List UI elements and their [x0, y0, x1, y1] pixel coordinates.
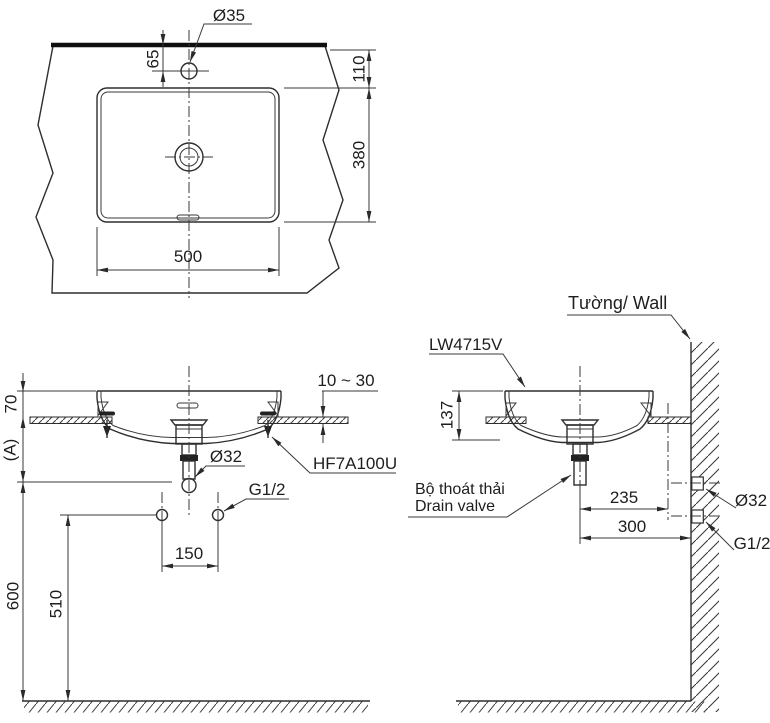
side-right-wing — [639, 402, 652, 418]
wall-drain-outlet — [671, 476, 722, 491]
drain-pipe-end — [181, 477, 197, 494]
model-text: LW4715V — [429, 335, 503, 354]
front-right-wing — [267, 401, 279, 418]
dim-500-text: 500 — [174, 247, 202, 266]
basin-rim-inner — [100, 91, 276, 219]
side-basin-section — [504, 390, 654, 444]
faucet-dia-text: Ø35 — [213, 6, 245, 25]
dim-110-text: 110 — [349, 55, 368, 82]
supply-hole-right — [211, 508, 225, 522]
faucet-hole — [180, 62, 198, 80]
label-supply-thread-front: G1/2 — [223, 480, 289, 512]
drain-dia-front-text: Ø32 — [210, 447, 242, 466]
wall-supply-outlet — [671, 509, 722, 524]
supply-points — [155, 492, 225, 540]
dim-600-text: 600 — [3, 582, 22, 610]
supply-thread-front-text: G1/2 — [249, 480, 286, 499]
dim-380: 380 — [284, 88, 376, 223]
dim-500: 500 — [96, 227, 280, 276]
mounting-clamps — [99, 411, 276, 438]
counter-thickness-text: 10 ~ 30 — [317, 371, 374, 390]
front-overflow-slot — [176, 402, 199, 409]
dim-510: 510 — [46, 514, 157, 701]
dim-A-text: (A) — [0, 439, 19, 462]
drain-outer — [174, 142, 204, 172]
front-basin-section — [96, 390, 282, 445]
dim-70-A-600: 70 (A) 600 — [0, 373, 172, 701]
dim-300: 300 — [580, 517, 691, 541]
side-counter — [485, 416, 692, 424]
counter-outline — [35, 45, 344, 294]
dim-70-text: 70 — [1, 395, 20, 414]
dim-300-text: 300 — [618, 517, 646, 536]
drain-inner — [179, 147, 199, 167]
dim-510-text: 510 — [46, 590, 65, 618]
dim-65-text: 65 — [143, 50, 162, 69]
label-fixing-kit: HF7A100U — [271, 436, 397, 474]
wall — [690, 342, 719, 712]
dim-150: 150 — [161, 522, 219, 572]
wall-drain-dia-text: Ø32 — [735, 491, 767, 510]
label-drain-valve: Bộ thoát thải Drain valve — [408, 474, 572, 518]
dim-235-text: 235 — [610, 488, 638, 507]
front-left-wing — [97, 401, 109, 418]
label-wall-supply-thread: G1/2 — [705, 521, 770, 553]
basin-rim-outer — [96, 87, 280, 223]
label-drain-dia-front: Ø32 — [194, 447, 245, 478]
side-left-wing — [505, 402, 518, 418]
label-wall: Tường/ Wall — [567, 293, 691, 340]
dim-counter-thickness: 10 ~ 30 — [317, 371, 378, 443]
dim-150-text: 150 — [175, 544, 203, 563]
label-faucet-dia: Ø35 — [189, 6, 252, 63]
front-elevation: 70 (A) 600 510 150 10 ~ 30 HF7A100U — [0, 366, 397, 713]
dim-65: 65 — [143, 30, 166, 87]
dim-235: 235 — [579, 486, 668, 544]
wall-supply-thread-text: G1/2 — [734, 534, 770, 553]
drain-valve-vi-text: Bộ thoát thải — [415, 481, 505, 498]
overflow-slot — [176, 214, 200, 221]
label-wall-drain-dia: Ø32 — [705, 488, 767, 510]
dim-137: 137 — [437, 390, 503, 441]
dim-110: 110 — [284, 49, 376, 89]
dim-137-text: 137 — [437, 401, 456, 429]
label-model: LW4715V — [429, 335, 526, 388]
drain-valve-en-text: Drain valve — [415, 498, 495, 515]
plan-view: 65 110 380 500 Ø35 — [35, 6, 376, 298]
fixing-kit-text: HF7A100U — [313, 454, 397, 473]
side-elevation: 137 235 300 Tường/ Wall LW4715V Bộ thoát… — [408, 293, 770, 713]
side-floor — [456, 700, 705, 713]
front-counter — [29, 416, 349, 424]
wall-label-text: Tường/ Wall — [568, 293, 667, 313]
dim-380-text: 380 — [349, 141, 368, 169]
front-floor — [22, 700, 370, 713]
